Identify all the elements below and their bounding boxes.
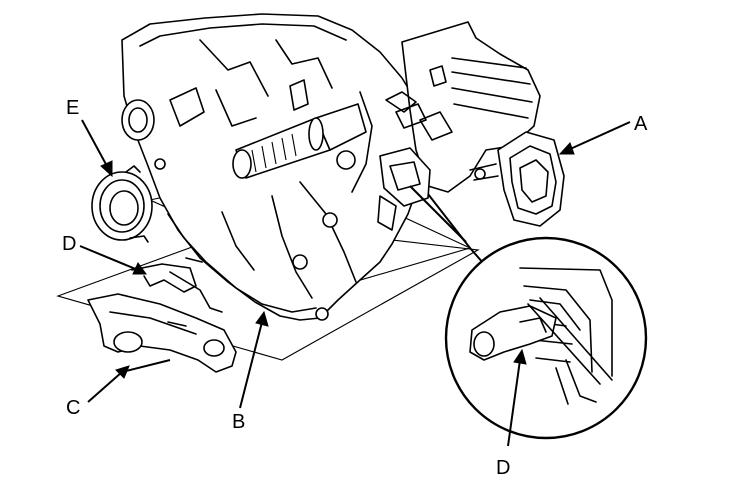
- label-d-main: D: [62, 233, 76, 255]
- leader-arrows: [79, 119, 631, 447]
- label-a: A: [634, 113, 648, 135]
- fork-pivot-area: [379, 103, 431, 207]
- dust-boot: [469, 131, 565, 227]
- label-d-detail: D: [496, 457, 510, 479]
- detail-callout-lines: [409, 185, 485, 265]
- release-bearing: [91, 99, 155, 243]
- label-e: E: [66, 97, 79, 119]
- label-b: B: [232, 411, 245, 433]
- detail-view: [444, 236, 648, 440]
- release-fork: [87, 293, 237, 373]
- retaining-clip: [131, 257, 223, 313]
- label-c: C: [66, 397, 80, 419]
- input-shaft: [232, 103, 367, 179]
